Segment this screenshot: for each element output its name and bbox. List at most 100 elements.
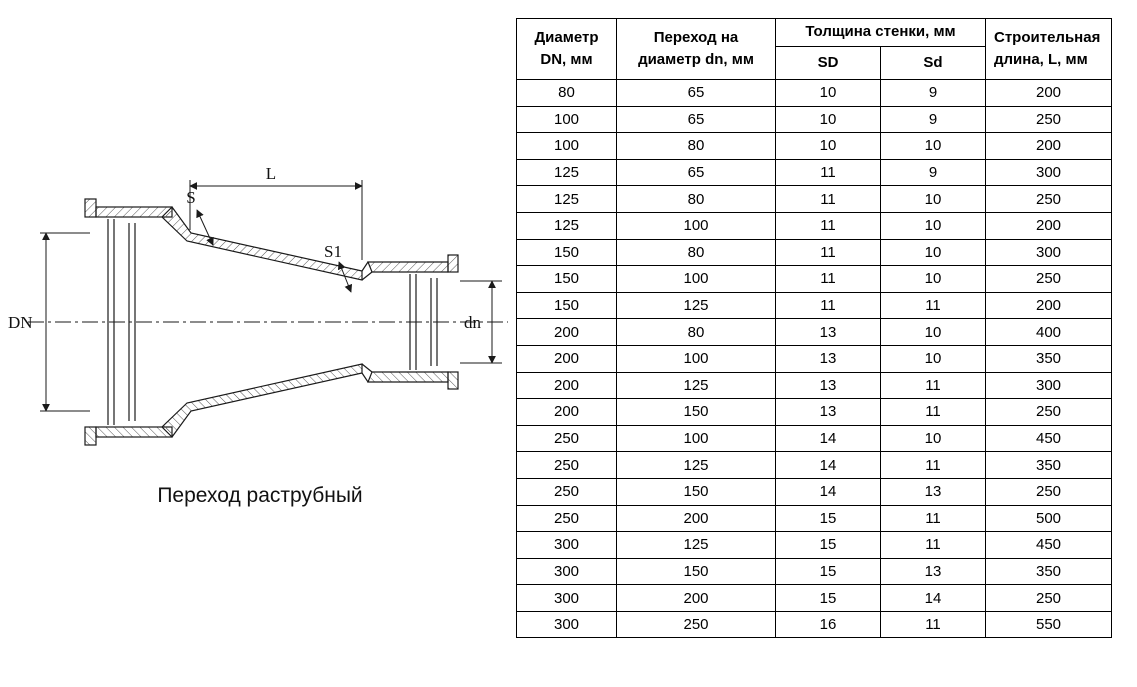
dimension-labels: L S S1 DN dn bbox=[8, 164, 482, 332]
table-cell: 100 bbox=[516, 132, 617, 160]
header-transition: Переход на диаметр dn, мм bbox=[616, 18, 776, 80]
table-cell: 80 bbox=[516, 79, 617, 107]
header-transition-line2: диаметр dn, мм bbox=[638, 51, 754, 68]
table-cell: 14 bbox=[775, 451, 881, 479]
header-row-2: SD Sd bbox=[517, 46, 1112, 80]
table-cell: 11 bbox=[775, 158, 881, 187]
dim-label-diameter-large: DN bbox=[8, 313, 33, 332]
table-cell: 10 bbox=[775, 132, 881, 160]
table-cell: 100 bbox=[616, 344, 776, 373]
dim-label-wall-s1: S1 bbox=[324, 242, 342, 261]
table-cell: 200 bbox=[516, 371, 617, 400]
reducer-drawing-svg: L S S1 DN dn bbox=[8, 164, 508, 446]
table-cell: 10 bbox=[880, 238, 986, 267]
table-cell: 11 bbox=[880, 531, 986, 559]
header-length-line2: длина, L, мм bbox=[994, 51, 1088, 68]
table-cell: 65 bbox=[616, 158, 776, 187]
table-cell: 250 bbox=[516, 424, 617, 453]
table-cell: 400 bbox=[985, 318, 1112, 346]
table-cell: 15 bbox=[775, 584, 881, 612]
table-cell: 100 bbox=[616, 424, 776, 453]
table-cell: 250 bbox=[516, 504, 617, 533]
header-length-line1: Строительная bbox=[994, 28, 1101, 46]
table-cell: 350 bbox=[985, 451, 1112, 479]
table-cell: 125 bbox=[516, 158, 617, 187]
table-cell: 125 bbox=[516, 211, 617, 240]
table-cell: 150 bbox=[516, 291, 617, 320]
table-cell: 125 bbox=[616, 531, 776, 559]
spec-table: Диаметр DN, мм Переход на диаметр dn, мм… bbox=[516, 18, 1112, 639]
table-cell: 350 bbox=[985, 344, 1112, 373]
table-cell: 350 bbox=[985, 557, 1112, 586]
table-cell: 100 bbox=[516, 105, 617, 134]
dim-label-length: L bbox=[266, 164, 276, 183]
table-cell: 250 bbox=[985, 185, 1112, 213]
table-cell: 300 bbox=[985, 238, 1112, 267]
table-cell: 14 bbox=[880, 584, 986, 612]
table-cell: 200 bbox=[985, 79, 1112, 107]
table-cell: 150 bbox=[516, 238, 617, 267]
drawing-caption: Переход раструбный bbox=[157, 484, 363, 507]
header-diameter-line1: Диаметр bbox=[534, 28, 599, 46]
cone-socket-joint bbox=[361, 261, 373, 281]
table-cell: 125 bbox=[616, 371, 776, 400]
header-transition-line1: Переход на bbox=[653, 28, 739, 46]
dim-line-S1 bbox=[337, 261, 353, 293]
table-cell: 14 bbox=[775, 424, 881, 453]
large-socket-flange bbox=[84, 198, 97, 218]
table-cell: 200 bbox=[985, 211, 1112, 240]
small-socket-wall bbox=[367, 261, 449, 273]
table-cell: 200 bbox=[516, 398, 617, 426]
table-cell: 125 bbox=[516, 185, 617, 213]
table-cell: 250 bbox=[516, 477, 617, 506]
table-cell: 80 bbox=[616, 185, 776, 213]
table-cell: 15 bbox=[775, 557, 881, 586]
large-socket-wall bbox=[95, 206, 173, 218]
header-wall-group: Толщина стенки, мм bbox=[775, 18, 986, 47]
table-cell: 9 bbox=[880, 105, 986, 134]
header-diameter-line2: DN, мм bbox=[540, 51, 593, 68]
table-cell: 150 bbox=[616, 477, 776, 506]
table-cell: 500 bbox=[985, 504, 1112, 533]
table-cell: 11 bbox=[775, 265, 881, 293]
table-cell: 65 bbox=[616, 105, 776, 134]
table-cell: 300 bbox=[985, 371, 1112, 400]
table-cell: 250 bbox=[985, 398, 1112, 426]
table-cell: 200 bbox=[985, 291, 1112, 320]
table-cell: 11 bbox=[775, 185, 881, 213]
table-cell: 10 bbox=[880, 424, 986, 453]
technical-drawing: L S S1 DN dn Переход раструбный bbox=[0, 0, 515, 682]
table-cell: 125 bbox=[616, 451, 776, 479]
table-header: Диаметр DN, мм Переход на диаметр dn, мм… bbox=[516, 18, 1112, 80]
table-cell: 250 bbox=[985, 584, 1112, 612]
table-cell: 11 bbox=[880, 504, 986, 533]
table-cell: 13 bbox=[775, 344, 881, 373]
table-cell: 150 bbox=[516, 265, 617, 293]
table-cell: 300 bbox=[516, 610, 617, 639]
table-cell: 200 bbox=[516, 318, 617, 346]
table-cell: 300 bbox=[985, 158, 1112, 187]
header-wall-sd: SD bbox=[775, 46, 881, 80]
table-cell: 65 bbox=[616, 79, 776, 107]
dim-label-wall-s: S bbox=[186, 188, 195, 207]
table-cell: 450 bbox=[985, 531, 1112, 559]
table-cell: 300 bbox=[516, 557, 617, 586]
